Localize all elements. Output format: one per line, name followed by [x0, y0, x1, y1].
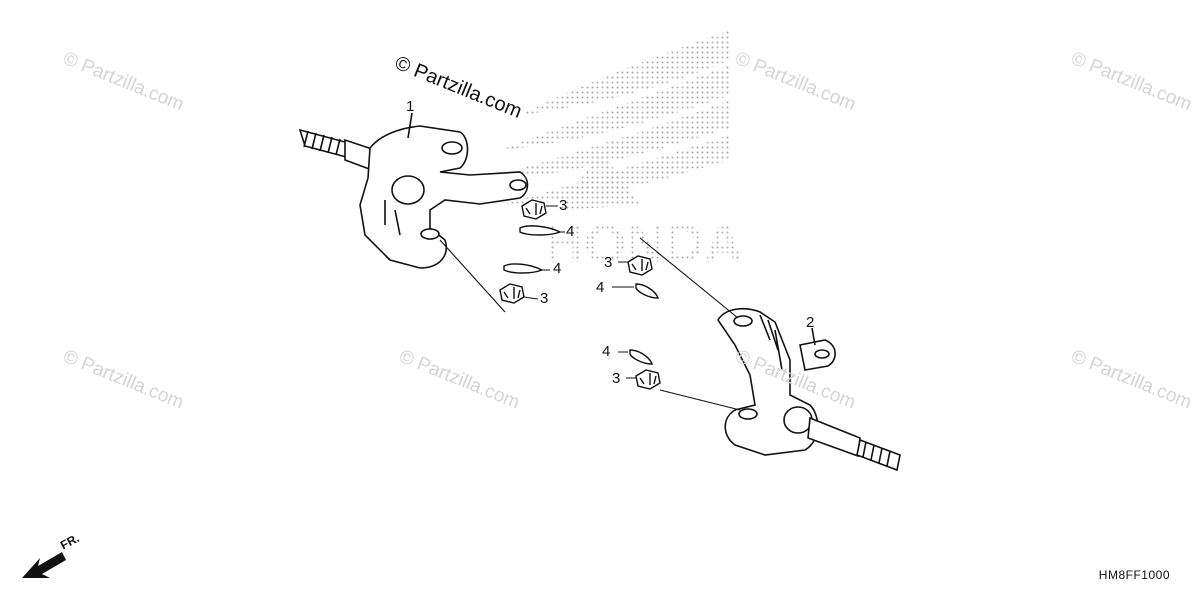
cotter-pin-4d — [618, 349, 653, 365]
left-lower-eye — [420, 228, 440, 240]
callout-1: 1 — [406, 98, 415, 115]
callout-4d: 4 — [602, 343, 611, 360]
callout-3d: 3 — [612, 370, 621, 387]
callout-3c: 3 — [604, 254, 613, 271]
front-direction-arrow-icon — [22, 552, 66, 578]
callout-4a: 4 — [566, 223, 575, 240]
callout-3a: 3 — [559, 197, 568, 214]
left-knuckle — [298, 112, 529, 313]
castle-nut-3a — [521, 199, 558, 220]
callout-4b: 4 — [553, 260, 562, 277]
callout-2: 2 — [806, 314, 815, 331]
right-upper-eye — [733, 315, 753, 327]
right-arm-eye — [814, 349, 830, 359]
right-spindle-thread — [856, 438, 901, 472]
left-upper-eye — [441, 141, 463, 155]
left-knuckle-body — [359, 125, 529, 269]
callout-3b: 3 — [540, 290, 549, 307]
cotter-pin-4a — [519, 225, 565, 236]
left-arm-eye — [509, 179, 527, 191]
right-spindle-shaft — [807, 416, 861, 458]
castle-nut-3b — [499, 283, 539, 304]
cotter-pin-4c — [612, 283, 659, 299]
honda-wing-logo: HONDA — [480, 30, 743, 274]
right-lower-eye — [738, 408, 758, 420]
callout-4c: 4 — [596, 279, 605, 296]
castle-nut-3c — [618, 255, 653, 276]
diagram-code: HM8FF1000 — [1098, 568, 1170, 582]
cotter-pin-4b — [503, 263, 550, 274]
right-hub-boss — [783, 406, 813, 434]
castle-nut-3d — [626, 369, 661, 390]
right-knuckle — [639, 237, 901, 472]
left-hub-boss — [391, 175, 425, 205]
